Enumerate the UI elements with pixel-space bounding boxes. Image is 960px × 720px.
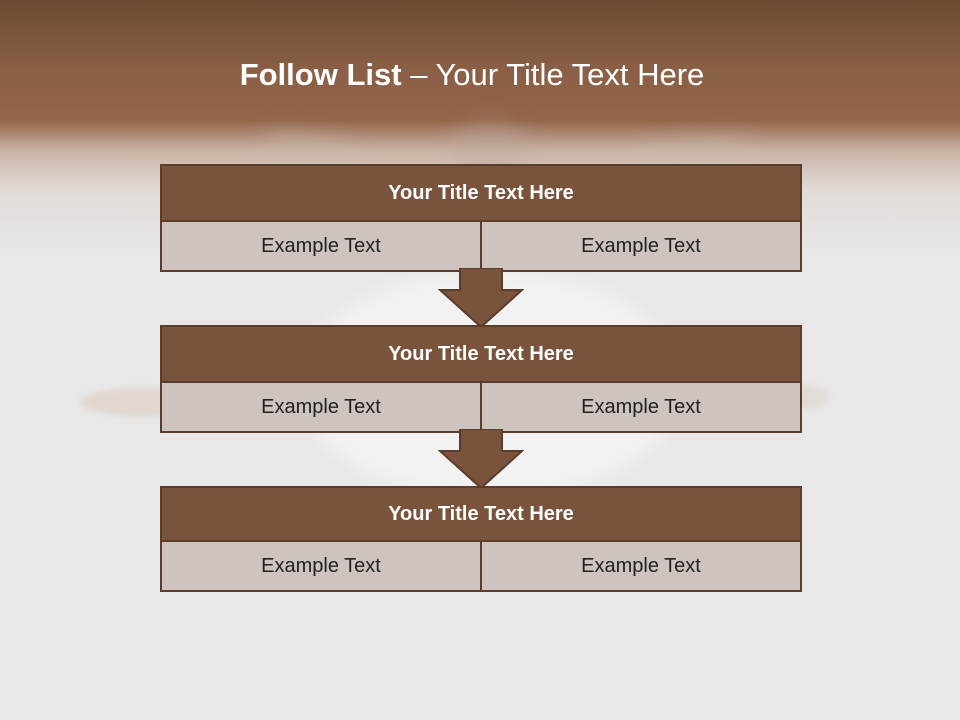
list-block-cell-right: Example Text (482, 383, 802, 433)
down-arrow-icon (438, 268, 524, 328)
list-block-title: Your Title Text Here (160, 325, 802, 383)
background-photo-arm-left (260, 127, 354, 163)
list-block-2: Your Title Text Here Example Text Exampl… (160, 325, 802, 433)
list-block-cell-left: Example Text (160, 542, 482, 592)
list-block-cell-left: Example Text (160, 383, 482, 433)
list-block-cell-right: Example Text (482, 222, 802, 272)
background-photo-arm-right (639, 132, 751, 168)
down-arrow-icon (438, 429, 524, 489)
list-block-row: Example Text Example Text (160, 222, 802, 272)
slide-title-rest: – Your Title Text Here (410, 57, 705, 92)
list-block-cell-right: Example Text (482, 542, 802, 592)
list-block-title: Your Title Text Here (160, 486, 802, 542)
list-block-3: Your Title Text Here Example Text Exampl… (160, 486, 802, 592)
list-block-cell-left: Example Text (160, 222, 482, 272)
slide-title-bold: Follow List (239, 57, 402, 92)
list-block-1: Your Title Text Here Example Text Exampl… (160, 164, 802, 272)
list-block-row: Example Text Example Text (160, 542, 802, 592)
list-block-row: Example Text Example Text (160, 383, 802, 433)
slide-title: Follow List – Your Title Text Here (0, 52, 944, 98)
list-block-title: Your Title Text Here (160, 164, 802, 222)
